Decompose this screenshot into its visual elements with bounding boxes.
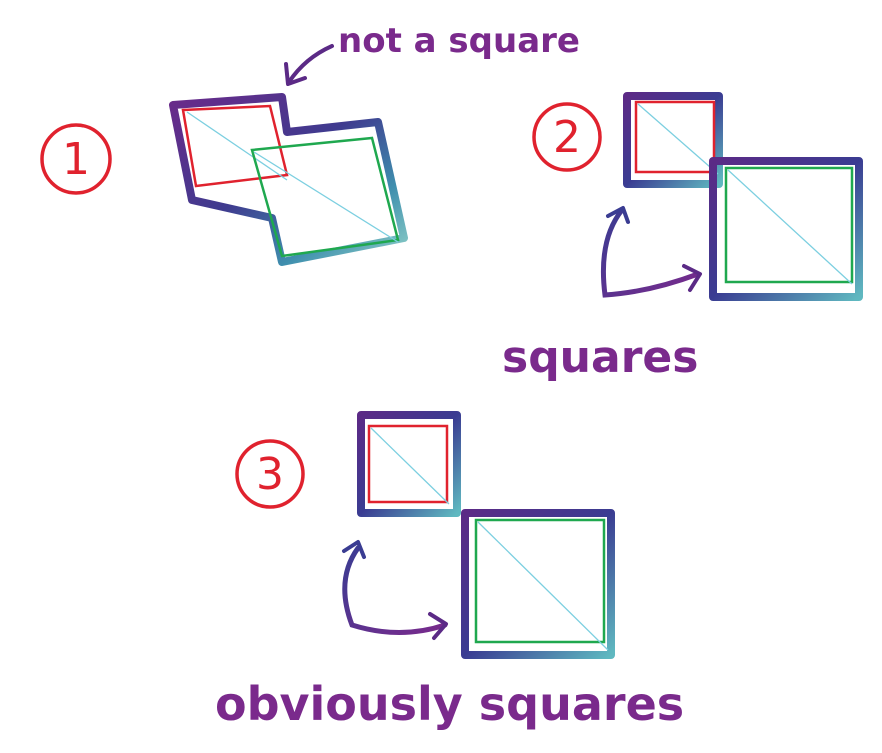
panel-2-small-diagonal (637, 103, 719, 175)
panel-2: 2 squares (502, 92, 863, 383)
panel-1-large-diagonal (253, 151, 399, 243)
panel-1-arrow (287, 44, 334, 84)
panel-1-number-badge: 1 (40, 123, 112, 195)
panel-3-large-outline (461, 509, 615, 659)
panel-2-number-badge: 2 (532, 102, 602, 172)
panel-3-small-outline (357, 411, 461, 517)
panel-1-large-square (250, 136, 400, 258)
panel-3-number-badge: 3 (235, 439, 305, 509)
panel-3-arrow (342, 545, 448, 635)
panel-1-arrow-head (284, 62, 307, 86)
number-ring-1 (40, 123, 112, 195)
panel-2-annotation: squares (502, 332, 698, 383)
panel-2-large-square (724, 166, 854, 284)
panel-3: 3 obviously squares (215, 411, 684, 731)
panel-3-large-square (474, 518, 606, 644)
panel-3-arrow-head-right (428, 612, 448, 640)
panel-3-small-square (367, 424, 449, 504)
panel-3-small-diagonal (370, 427, 450, 505)
panel-1-annotation: not a square (338, 21, 580, 61)
panel-1-number: 1 (62, 134, 90, 185)
panel-1-combined-outline (169, 93, 408, 266)
panel-3-arrow-head-top (342, 540, 366, 559)
panel-2-arrow-head-right (682, 264, 702, 292)
panel-3-annotation: obviously squares (215, 677, 684, 731)
panel-3-large-diagonal (477, 521, 609, 651)
panel-1: 1 not a square (40, 21, 580, 266)
panel-2-small-square (634, 100, 716, 174)
panel-2-large-diagonal (727, 169, 853, 285)
number-ring-2 (532, 102, 602, 172)
panel-1-small-square (181, 104, 289, 188)
panel-2-arrow-head-top (606, 206, 630, 224)
panel-1-small-diagonal (186, 111, 288, 181)
panel-3-number: 3 (256, 449, 284, 500)
panel-2-large-outline (709, 157, 863, 301)
panel-2-arrow (600, 207, 701, 298)
panel-2-small-outline (623, 92, 723, 188)
panel-2-number: 2 (553, 112, 581, 163)
number-ring-3 (235, 439, 305, 509)
